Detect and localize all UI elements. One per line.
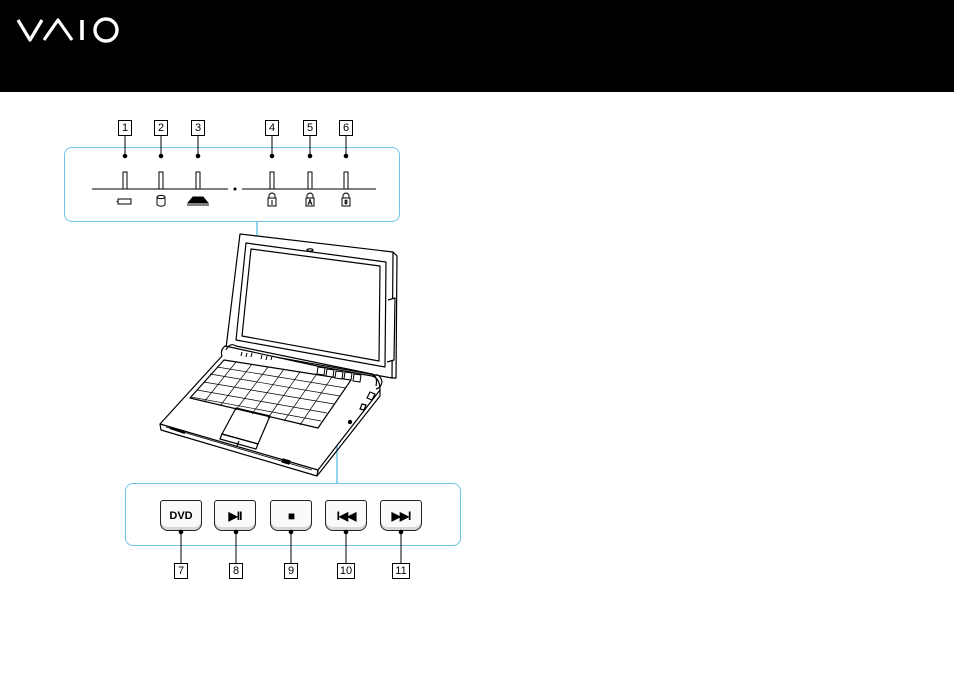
caps-lock-icon [306, 193, 314, 206]
hard-disk-icon [157, 195, 165, 206]
laptop-illustration [160, 234, 397, 476]
battery-icon [117, 199, 131, 204]
indicator-leaders [123, 135, 348, 158]
scroll-lock-icon [342, 193, 350, 206]
num-lock-icon [268, 193, 276, 206]
memory-stick-icon [187, 197, 209, 205]
button-leaders [179, 530, 403, 563]
indicator-strip [92, 172, 376, 190]
